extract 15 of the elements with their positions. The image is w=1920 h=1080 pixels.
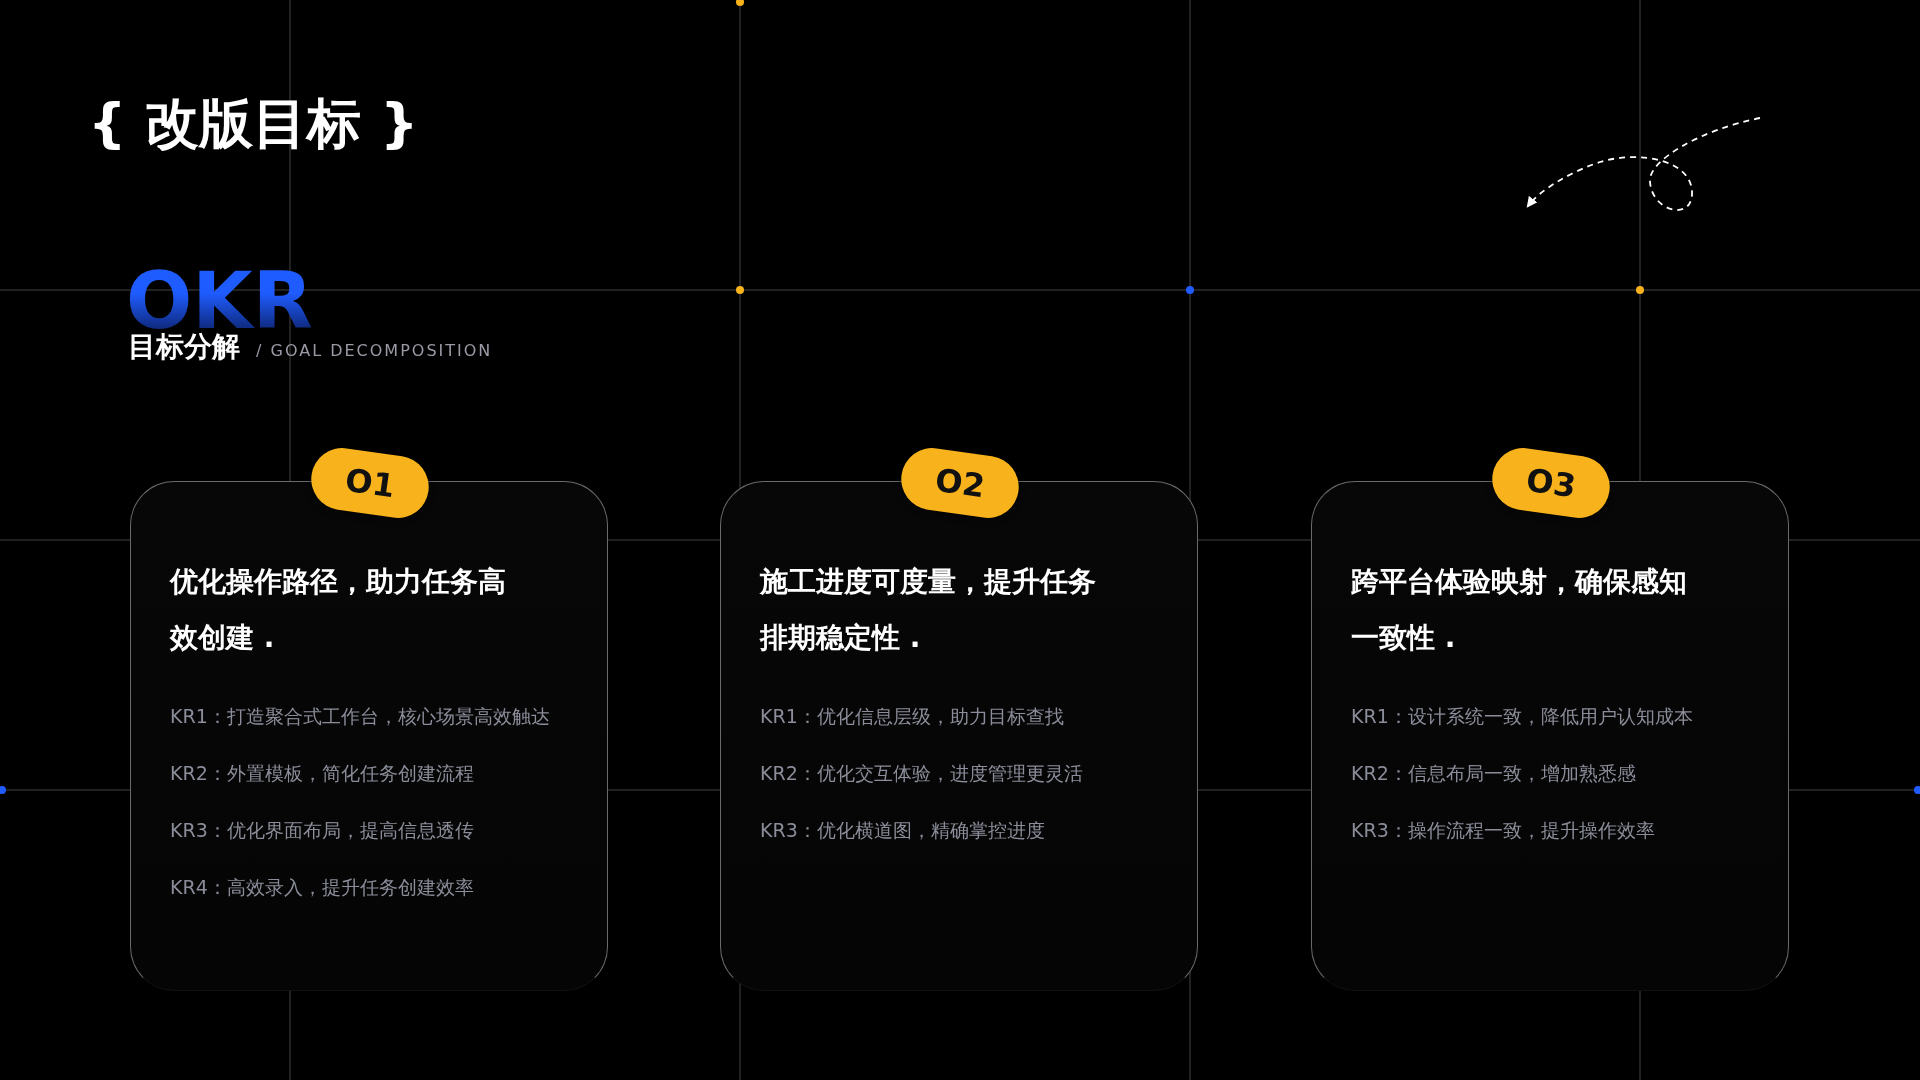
key-result-text: KR3：优化横道图，精确掌控进度 [760, 818, 1045, 843]
objective-heading: 施工进度可度量，提升任务排期稳定性 . [760, 564, 1097, 656]
key-result-text: KR4：高效录入，提升任务创建效率 [170, 875, 474, 900]
key-result-text: KR2：信息布局一致，增加熟悉感 [1351, 761, 1636, 786]
key-result-text: KR1：打造聚合式工作台，核心场景高效触达 [170, 704, 550, 729]
key-result-text: KR3：优化界面布局，提高信息透传 [170, 818, 474, 843]
key-result-text: KR2：外置模板，简化任务创建流程 [170, 761, 474, 786]
subtitle-text: / GOAL DECOMPOSITION [256, 341, 493, 360]
slide-title: { 改版目标 } [88, 91, 419, 157]
key-result-text: KR1：设计系统一致，降低用户认知成本 [1351, 704, 1693, 729]
key-result-text: KR3：操作流程一致，提升操作效率 [1351, 818, 1655, 843]
objective-heading: 跨平台体验映射，确保感知一致性 . [1351, 564, 1688, 656]
key-result-text: KR2：优化交互体验，进度管理更灵活 [760, 761, 1083, 786]
objective-heading: 优化操作路径，助力任务高效创建 . [170, 564, 507, 656]
key-result-text: KR1：优化信息层级，助力目标查找 [760, 704, 1064, 729]
